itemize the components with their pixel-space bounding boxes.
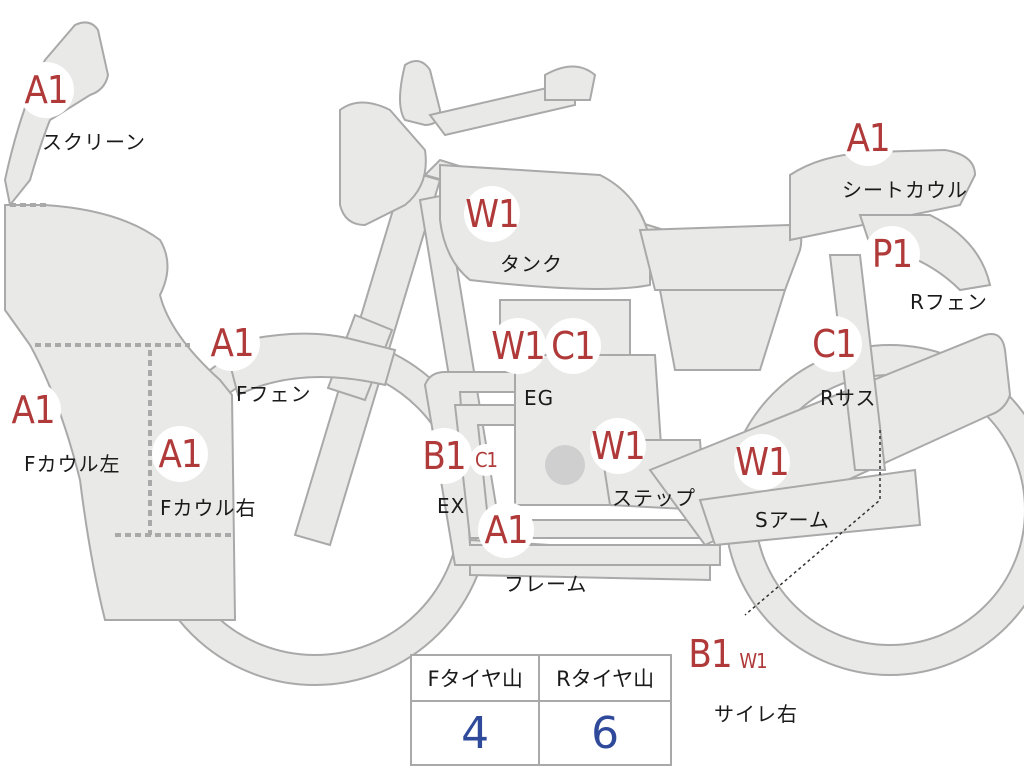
label-cowl-left: Fカウル左 xyxy=(24,452,121,476)
clutch-lever-shape xyxy=(544,65,597,101)
label-f-fender: Fフェン xyxy=(236,382,312,406)
swing-arm-shape xyxy=(648,333,1012,547)
grade-badge-frame: A1 xyxy=(478,502,534,558)
grade-badge-seat-cowl: A1 xyxy=(840,110,896,166)
rear-tire-header: Rタイヤ山 xyxy=(538,654,672,702)
rear-shock-shape xyxy=(828,254,887,471)
grade-badge-eg-c: C1 xyxy=(545,318,601,374)
grade-badge-muffler-b: B1 xyxy=(682,626,738,682)
label-r-fender: Rフェン xyxy=(910,290,988,314)
label-s-arm: Sアーム xyxy=(755,508,830,532)
front-tire-value: 4 xyxy=(409,700,541,766)
cowl-dotted-lines xyxy=(10,203,232,537)
side-cover-shape xyxy=(658,289,787,371)
grade-badge-eg-w: W1 xyxy=(490,318,546,374)
grade-badge-muffler-w: W1 xyxy=(737,645,769,677)
grade-badge-tank: W1 xyxy=(464,186,520,242)
label-frame: フレーム xyxy=(504,572,588,596)
label-cowl-right: Fカウル右 xyxy=(160,496,257,520)
tire-tread-table: Fタイヤ山 Rタイヤ山 4 6 xyxy=(409,654,672,766)
grade-badge-cowl-left: A1 xyxy=(5,382,61,438)
tire-table-header-row: Fタイヤ山 Rタイヤ山 xyxy=(409,654,672,702)
grade-badge-step: W1 xyxy=(590,418,646,474)
engine-cover-shape xyxy=(545,445,585,485)
label-ex: EX xyxy=(437,494,466,518)
grade-badge-s-arm: W1 xyxy=(734,434,790,490)
headlight-shape xyxy=(339,101,427,227)
grade-badge-cowl-right: A1 xyxy=(152,426,208,482)
grade-badge-screen: A1 xyxy=(18,62,74,118)
label-eg: EG xyxy=(524,386,555,410)
label-muffler-right: サイレ右 xyxy=(714,702,798,726)
grade-badge-f-fender: A1 xyxy=(204,315,260,371)
grade-badge-ex-c: C1 xyxy=(470,444,502,476)
rear-tire-value: 6 xyxy=(538,700,672,766)
silencer-shape xyxy=(698,468,922,547)
grade-badge-r-sus: C1 xyxy=(806,316,862,372)
grade-badge-r-fender: P1 xyxy=(864,226,920,282)
seat-shape xyxy=(638,223,803,291)
label-r-sus: Rサス xyxy=(820,386,877,410)
label-seat-cowl: シートカウル xyxy=(842,178,968,202)
front-tire-header: Fタイヤ山 xyxy=(409,654,541,702)
grade-badge-ex-b: B1 xyxy=(416,428,472,484)
label-tank: タンク xyxy=(500,252,563,276)
tire-table-value-row: 4 6 xyxy=(409,700,672,766)
front-fender-shape xyxy=(223,332,397,397)
front-cowl-shape xyxy=(4,204,237,621)
label-screen: スクリーン xyxy=(42,130,146,154)
leader-line xyxy=(744,430,881,616)
seat-cowl-shape xyxy=(789,148,977,242)
label-step: ステップ xyxy=(612,486,696,510)
